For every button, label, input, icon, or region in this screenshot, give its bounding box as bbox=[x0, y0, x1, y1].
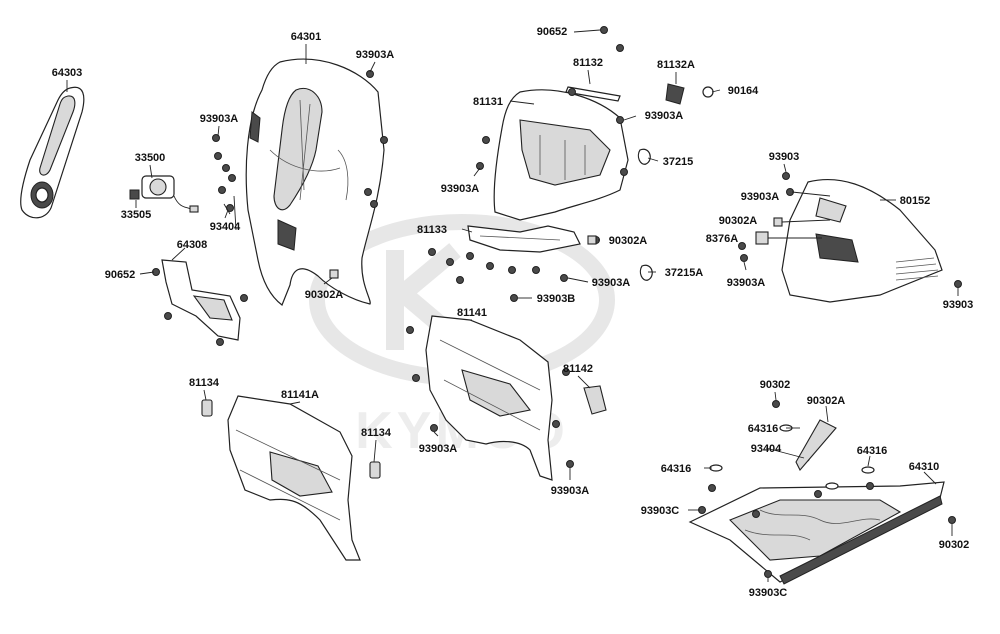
label-64316[interactable]: 64316 bbox=[748, 423, 779, 435]
part-80152-drawing bbox=[781, 178, 943, 303]
label-90302A[interactable]: 90302A bbox=[609, 235, 648, 247]
label-90164[interactable]: 90164 bbox=[728, 85, 759, 97]
label-81134[interactable]: 81134 bbox=[189, 377, 220, 389]
label-90302[interactable]: 90302 bbox=[939, 539, 970, 551]
part-81141-drawing bbox=[425, 315, 553, 481]
label-81141A[interactable]: 81141A bbox=[281, 389, 319, 401]
part-81132A-drawing bbox=[665, 83, 714, 105]
part-81141A-drawing bbox=[227, 395, 361, 561]
label-93903[interactable]: 93903 bbox=[943, 299, 974, 311]
part-64301-drawing bbox=[245, 58, 385, 306]
part-81131-drawing bbox=[493, 89, 629, 221]
fasteners bbox=[152, 26, 962, 578]
label-93903A[interactable]: 93903A bbox=[741, 191, 780, 203]
part-64308-drawing bbox=[161, 259, 241, 341]
part-81132-drawing bbox=[565, 86, 621, 102]
label-90302A[interactable]: 90302A bbox=[305, 289, 344, 301]
label-37215[interactable]: 37215 bbox=[663, 156, 694, 168]
label-81142[interactable]: 81142 bbox=[563, 363, 593, 375]
part-labels: 64303 64301 93903A 93903A 33500 33505 93… bbox=[52, 26, 974, 599]
label-33500[interactable]: 33500 bbox=[135, 152, 166, 164]
label-64316[interactable]: 64316 bbox=[661, 463, 692, 475]
label-93903C[interactable]: 93903C bbox=[641, 505, 680, 517]
label-64310[interactable]: 64310 bbox=[909, 461, 940, 473]
label-64308[interactable]: 64308 bbox=[177, 239, 208, 251]
part-81142-drawing bbox=[583, 385, 607, 415]
label-90302A[interactable]: 90302A bbox=[719, 215, 758, 227]
label-90302A[interactable]: 90302A bbox=[807, 395, 846, 407]
label-90652[interactable]: 90652 bbox=[105, 269, 136, 281]
label-64301[interactable]: 64301 bbox=[291, 31, 322, 43]
label-93903[interactable]: 93903 bbox=[769, 151, 800, 163]
label-64303[interactable]: 64303 bbox=[52, 67, 83, 79]
label-64316[interactable]: 64316 bbox=[857, 445, 888, 457]
part-64303-drawing bbox=[20, 86, 85, 219]
label-93903A[interactable]: 93903A bbox=[356, 49, 395, 61]
part-81133-drawing bbox=[467, 225, 581, 253]
part-64310-drawing bbox=[688, 481, 945, 585]
label-93404[interactable]: 93404 bbox=[751, 443, 782, 455]
label-37215A[interactable]: 37215A bbox=[665, 267, 704, 279]
label-93404[interactable]: 93404 bbox=[210, 221, 241, 233]
label-81131[interactable]: 81131 bbox=[473, 96, 503, 108]
label-90652[interactable]: 90652 bbox=[537, 26, 568, 38]
label-93903A[interactable]: 93903A bbox=[645, 110, 684, 122]
label-81134[interactable]: 81134 bbox=[361, 427, 392, 439]
part-81134-drawing bbox=[201, 399, 381, 479]
label-33505[interactable]: 33505 bbox=[121, 209, 152, 221]
label-93903C[interactable]: 93903C bbox=[749, 587, 788, 599]
label-93903A[interactable]: 93903A bbox=[200, 113, 239, 125]
leader-lines bbox=[66, 29, 959, 582]
label-8376A[interactable]: 8376A bbox=[706, 233, 738, 245]
label-93903A[interactable]: 93903A bbox=[441, 183, 480, 195]
label-80152[interactable]: 80152 bbox=[900, 195, 931, 207]
label-93903A[interactable]: 93903A bbox=[592, 277, 631, 289]
label-81132[interactable]: 81132 bbox=[573, 57, 603, 69]
label-93903A[interactable]: 93903A bbox=[551, 485, 590, 497]
label-90302[interactable]: 90302 bbox=[760, 379, 791, 391]
label-81141[interactable]: 81141 bbox=[457, 307, 487, 319]
label-93903B[interactable]: 93903B bbox=[537, 293, 576, 305]
label-93903A[interactable]: 93903A bbox=[419, 443, 458, 455]
label-81132A[interactable]: 81132A bbox=[657, 59, 695, 71]
part-33500-drawing bbox=[129, 175, 199, 213]
label-93903A[interactable]: 93903A bbox=[727, 277, 766, 289]
label-81133[interactable]: 81133 bbox=[417, 224, 447, 236]
